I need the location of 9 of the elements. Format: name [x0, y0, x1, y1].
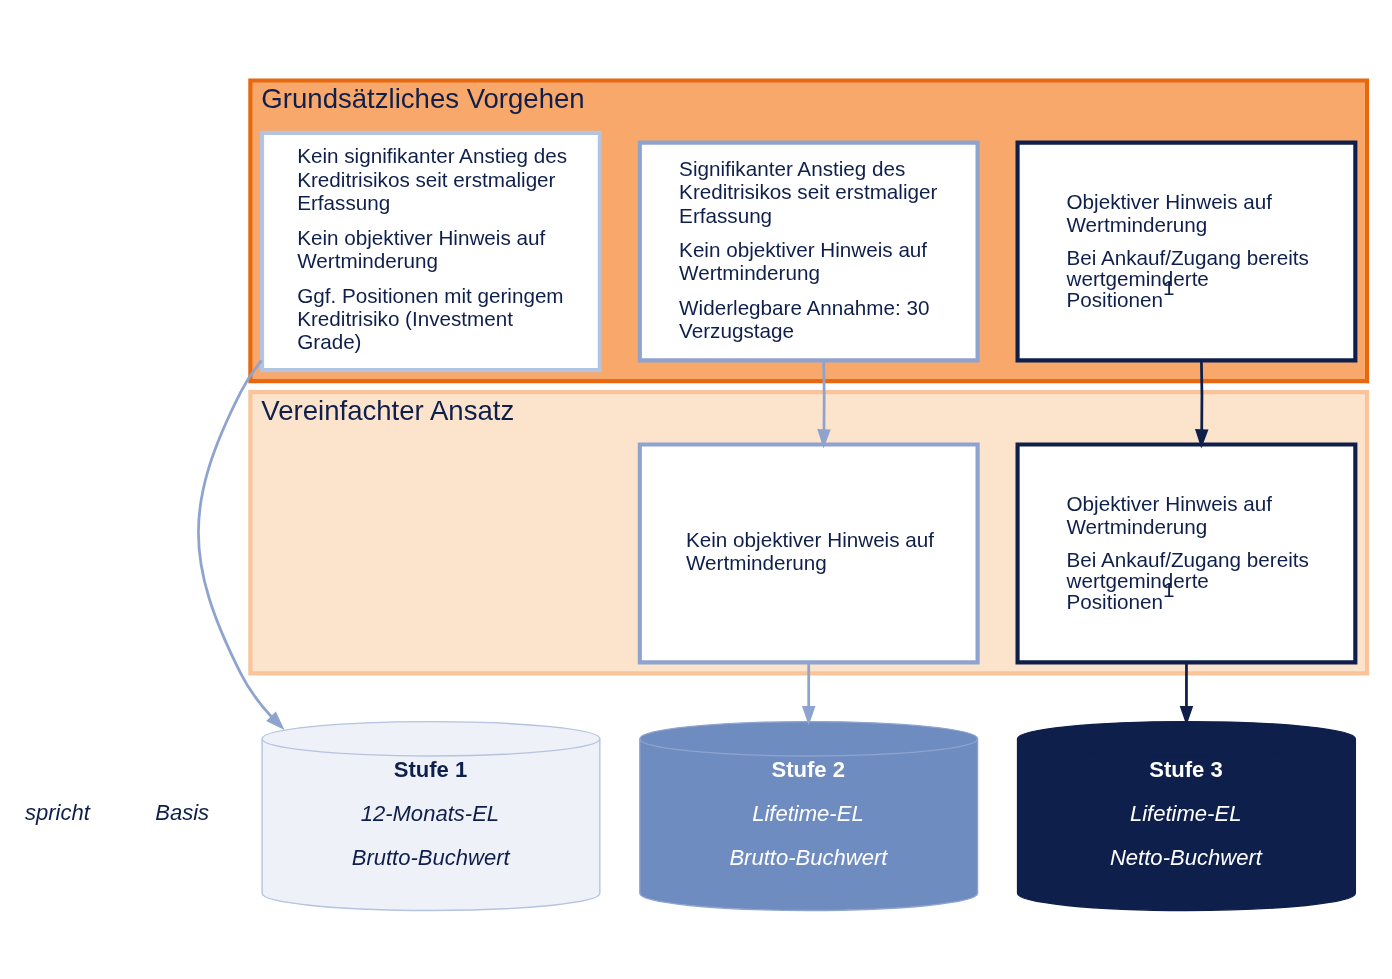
arrow — [801, 661, 816, 725]
node-box: Kein objektiver Hinweis auf Wertminderung — [637, 441, 980, 664]
label: Basis — [155, 799, 210, 825]
label: spricht — [24, 799, 90, 825]
arrow — [817, 359, 831, 449]
node-box: Signifikanter Anstieg des Kreditrisikos seit erstmaliger Erfassung Kein objektiver Hinweis auf Wertminderung Widerlegbare Annahme: 30 Verzugstage — [637, 140, 980, 362]
node-box: Kein signifikanter Anstieg des Kreditrisikos seit erstmaliger Erfassung Kein objektiver Hinweis auf Wertminderung Ggf. Positionen mit geringem Kreditrisiko (Investment Grade) — [260, 130, 602, 372]
arrow — [1194, 359, 1209, 449]
arrow — [197, 358, 285, 730]
